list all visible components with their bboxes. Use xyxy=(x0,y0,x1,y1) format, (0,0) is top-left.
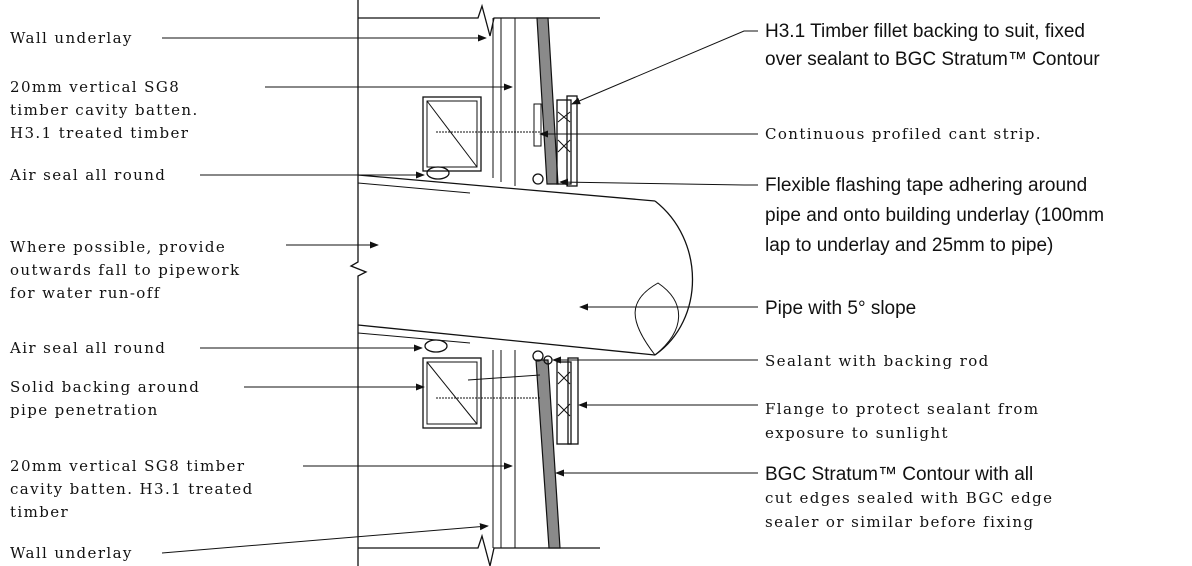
label-stratum-3: sealer or similar before fixing xyxy=(765,513,1034,531)
leader-fillet xyxy=(571,30,758,105)
backing-rod-top xyxy=(532,173,544,185)
label-batten-top-1: 20mm vertical SG8 xyxy=(10,78,180,96)
detail-drawing xyxy=(349,0,693,566)
pipe-top-edge xyxy=(357,174,656,202)
pipe-inner-line-top xyxy=(357,182,471,194)
fillet-hatch-bottom xyxy=(557,371,571,417)
flange-bottom xyxy=(567,357,579,445)
label-flange-2: exposure to sunlight xyxy=(765,424,949,442)
label-flashing-2: pipe and onto building underlay (100mm xyxy=(765,205,1104,226)
label-flashing-3: lap to underlay and 25mm to pipe) xyxy=(765,235,1053,256)
pipe-end-outline xyxy=(654,200,693,356)
leader-flashing xyxy=(559,178,758,186)
cant-strip-top xyxy=(533,103,542,147)
backing-rod-bottom xyxy=(532,350,544,362)
bottom-break-line xyxy=(358,533,600,566)
label-batten-top-3: H3.1 treated timber xyxy=(10,124,189,142)
pipe-bottom-edge xyxy=(357,324,656,356)
air-seal-bottom xyxy=(424,339,448,353)
right-labels: H3.1 Timber fillet backing to suit, fixe… xyxy=(539,21,1104,531)
timber-backing-block-bottom xyxy=(422,357,482,429)
timber-fillet-bottom xyxy=(556,361,572,445)
sealant-bead-bottom xyxy=(543,355,553,365)
label-solid-backing-1: Solid backing around xyxy=(10,378,200,396)
label-batten-bottom-2: cavity batten. H3.1 treated xyxy=(10,480,254,498)
label-air-seal-bottom: Air seal all round xyxy=(9,339,166,357)
label-stratum-2: cut edges sealed with BGC edge xyxy=(765,489,1053,507)
label-solid-backing-2: pipe penetration xyxy=(10,401,159,419)
label-sealant: Sealant with backing rod xyxy=(765,352,990,370)
cladding-panel-top xyxy=(536,17,559,185)
label-pipe-slope: Pipe with 5° slope xyxy=(765,298,916,319)
label-batten-bottom-3: timber xyxy=(10,503,69,521)
flange-top xyxy=(566,95,578,187)
air-seal-top xyxy=(426,166,450,180)
label-cant-strip: Continuous profiled cant strip. xyxy=(765,125,1042,143)
label-batten-top-2: timber cavity batten. xyxy=(10,101,199,119)
top-break-line xyxy=(358,3,600,37)
label-flange-1: Flange to protect sealant from xyxy=(765,400,1039,418)
timber-backing-block-top xyxy=(422,96,482,172)
pipe-end-section xyxy=(634,282,680,356)
pipe-inner-line-bottom xyxy=(357,332,471,344)
label-flashing-1: Flexible flashing tape adhering around xyxy=(765,175,1087,196)
label-fall-1: Where possible, provide xyxy=(10,238,226,256)
label-fillet-2: over sealant to BGC Stratum™ Contour xyxy=(765,49,1100,70)
wall-framing-line xyxy=(349,0,368,566)
label-batten-bottom-1: 20mm vertical SG8 timber xyxy=(10,457,245,475)
label-stratum-1: BGC Stratum™ Contour with all xyxy=(765,464,1033,485)
fixing-nail-bottom-1 xyxy=(467,374,541,381)
label-wall-underlay-bottom: Wall underlay xyxy=(10,544,133,562)
label-fall-2: outwards fall to pipework xyxy=(10,261,240,279)
label-air-seal-top: Air seal all round xyxy=(9,166,166,184)
fillet-hatch-top xyxy=(557,111,571,153)
left-labels: Wall underlay 20mm vertical SG8 timber c… xyxy=(9,29,513,562)
label-fall-3: for water run-off xyxy=(10,284,161,302)
label-fillet-1: H3.1 Timber fillet backing to suit, fixe… xyxy=(765,21,1085,42)
label-wall-underlay-top: Wall underlay xyxy=(10,29,133,47)
leader-wall-underlay-bottom xyxy=(161,523,489,554)
